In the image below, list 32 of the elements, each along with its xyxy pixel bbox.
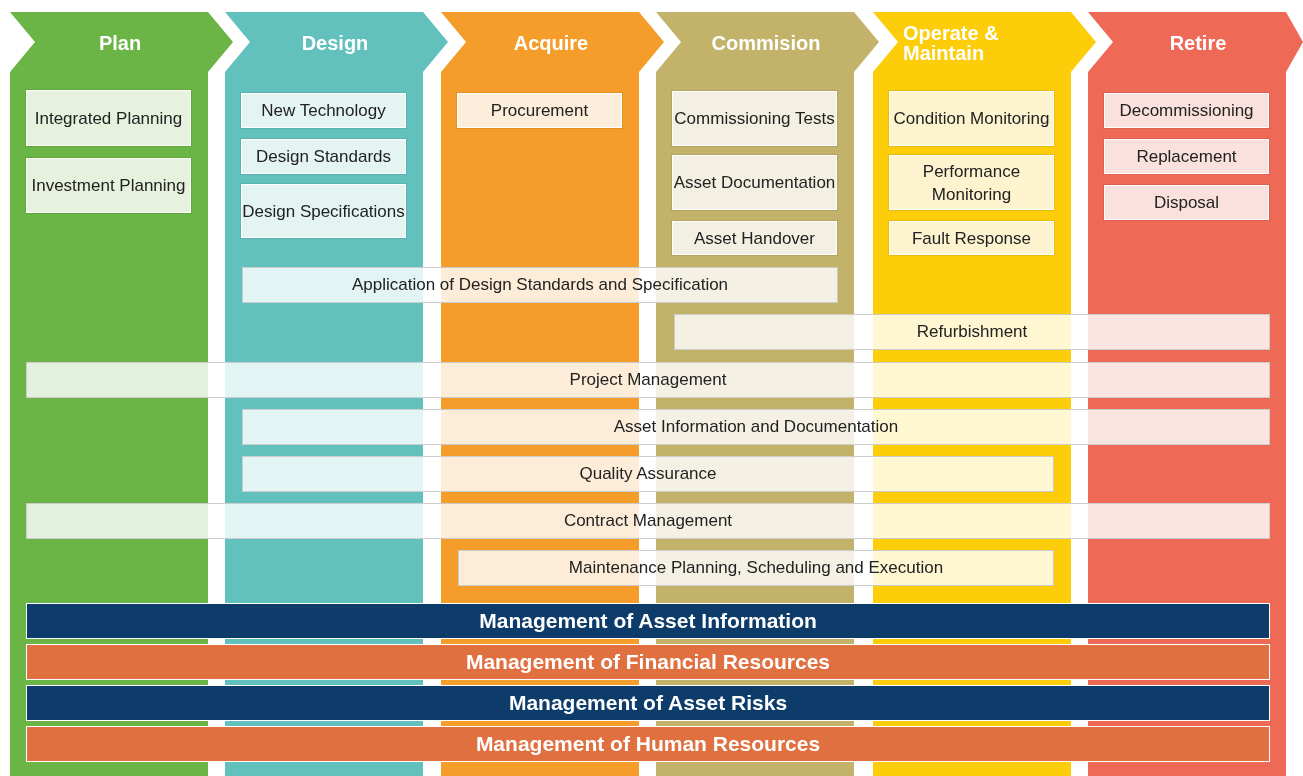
activity-box: Fault Response — [889, 221, 1054, 255]
management-band: Management of Asset Information — [26, 603, 1270, 639]
activity-box: Performance Monitoring — [889, 155, 1054, 210]
activity-band: Application of Design Standards and Specification — [242, 267, 838, 303]
activity-box: Commissioning Tests — [672, 91, 837, 146]
activity-band: Maintenance Planning, Scheduling and Execution — [458, 550, 1054, 586]
activity-box: Investment Planning — [26, 158, 191, 213]
phase-heading: Operate & Maintain — [903, 21, 1000, 66]
management-band: Management of Human Resources — [26, 726, 1270, 762]
phase-heading: Design — [300, 31, 370, 56]
phase-heading: Acquire — [512, 31, 590, 56]
activity-box: Decommissioning — [1104, 93, 1269, 128]
activity-band: Project Management — [26, 362, 1270, 398]
activity-box: Asset Handover — [672, 221, 837, 255]
phase-heading: Commision — [710, 31, 822, 56]
activity-box: Asset Documentation — [672, 155, 837, 210]
activity-band: Asset Information and Documentation — [242, 409, 1270, 445]
activity-box: Design Standards — [241, 139, 406, 174]
phase-heading: Plan — [97, 31, 143, 56]
activity-box: New Technology — [241, 93, 406, 128]
activity-box: Condition Monitoring — [889, 91, 1054, 146]
activity-band: Refurbishment — [674, 314, 1270, 350]
activity-box: Replacement — [1104, 139, 1269, 174]
activity-box: Procurement — [457, 93, 622, 128]
management-band: Management of Financial Resources — [26, 644, 1270, 680]
activity-band: Contract Management — [26, 503, 1270, 539]
activity-box: Integrated Planning — [26, 90, 191, 146]
management-band: Management of Asset Risks — [26, 685, 1270, 721]
activity-box: Design Specifications — [241, 184, 406, 238]
activity-band: Quality Assurance — [242, 456, 1054, 492]
phase-heading: Retire — [1168, 31, 1228, 56]
activity-box: Disposal — [1104, 185, 1269, 220]
